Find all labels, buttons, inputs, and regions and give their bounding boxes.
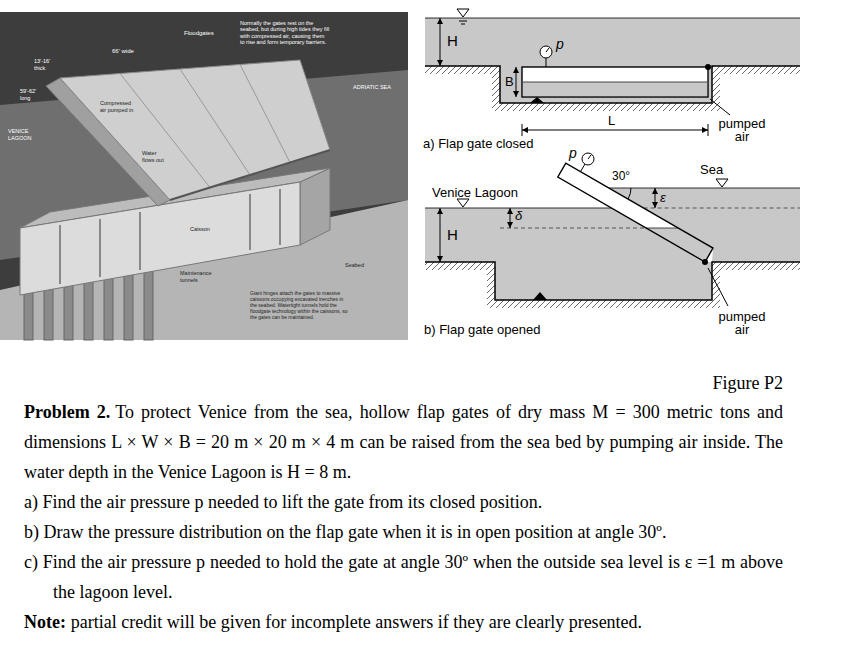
dimension-line	[440, 208, 441, 262]
gate-hinge	[170, 150, 330, 200]
callout-label: Floodgates	[184, 30, 214, 37]
gate-water-line	[523, 82, 707, 83]
caisson-wall	[99, 219, 101, 277]
note-text: Normally the gates rest on the seabed, b…	[240, 20, 330, 45]
level-reference	[644, 208, 800, 209]
problem-statement: To protect Venice from the sea, hollow f…	[24, 402, 783, 482]
callout-label: pumped air	[716, 117, 768, 143]
note-heading: Note:	[24, 612, 66, 632]
question-item: b) Draw the pressure distribution on the…	[24, 517, 783, 547]
illustration-background	[0, 12, 408, 340]
mose-illustration	[0, 12, 408, 340]
hinge	[702, 259, 708, 265]
flap-gate	[522, 67, 708, 97]
dimension-line	[510, 208, 511, 228]
pressure-gauge	[540, 46, 552, 58]
dimension-label: 13'-16' thick	[34, 58, 60, 71]
gate-water	[523, 82, 707, 96]
note-text: partial credit will be given for incompl…	[71, 612, 642, 632]
note-paragraph: Note:partial credit will be given for in…	[24, 607, 783, 637]
problem-heading: Problem 2.	[24, 402, 110, 422]
leader-line	[708, 268, 728, 306]
gauge-needle	[546, 48, 549, 52]
gate-seam	[120, 74, 210, 188]
figure-caption: Figure P2	[712, 372, 783, 394]
dimension-label: 59'-62' long	[20, 88, 44, 101]
callout-label: Maintenance tunnels	[180, 270, 224, 283]
region-label: Sea	[700, 162, 723, 178]
sea-water	[609, 188, 800, 262]
region-label: ADRIATIC SEA	[352, 84, 392, 91]
pressure-label: p	[556, 36, 564, 53]
dimension-label: δ	[515, 208, 522, 224]
hinge	[705, 64, 711, 70]
question-item: c) Find the air pressure p needed to hol…	[24, 547, 783, 607]
callout-label: Water flows out	[142, 150, 168, 163]
question-text: b) Draw the pressure distribution on the…	[24, 522, 666, 542]
gauge-stem	[581, 164, 586, 172]
dimension-label: B	[505, 74, 514, 90]
support	[533, 292, 547, 300]
dimension-line	[522, 130, 708, 131]
dimension-label: H	[447, 226, 458, 244]
level-reference	[500, 228, 646, 229]
water	[500, 66, 712, 103]
gauge-needle	[588, 155, 591, 159]
problem-text: Problem 2.To protect Venice from the sea…	[24, 397, 783, 637]
leader-line	[710, 99, 730, 115]
diagram-opened	[425, 153, 800, 308]
level-symbol	[457, 9, 469, 17]
caisson-wall	[249, 194, 251, 250]
callout-label: pumped air	[716, 310, 768, 336]
question-text: c) Find the air pressure p needed to hol…	[24, 552, 783, 602]
angle-arc	[628, 188, 631, 199]
water	[425, 18, 800, 66]
sea-surface	[609, 188, 800, 189]
caisson-wall	[139, 212, 141, 270]
support	[530, 97, 544, 103]
caisson-wall	[279, 189, 281, 245]
dimension-label: L	[608, 113, 615, 129]
gate-face	[60, 60, 330, 200]
gate-water-line	[646, 228, 678, 229]
seabed-hatch	[425, 262, 800, 308]
dimension-tick	[708, 124, 709, 136]
caisson-wall	[59, 225, 61, 284]
subfigure-label: b) Flap gate opened	[424, 322, 540, 338]
flap-gate-outline	[558, 163, 713, 262]
dimension-label: 66' wide	[112, 48, 134, 55]
flap-gate	[558, 163, 713, 262]
region-label: Venice Lagoon	[432, 185, 518, 201]
region-label: VENICE LAGOON	[8, 128, 40, 141]
callout-label: Caisson	[190, 226, 210, 233]
seabed-hatch	[425, 66, 800, 111]
dimension-label: ε	[660, 190, 666, 206]
callout-label: Seabed	[345, 262, 364, 269]
dimension-line	[516, 67, 517, 97]
callout-label: Compressed air pumped in	[100, 100, 138, 113]
dimension-line	[440, 18, 441, 66]
question-text: a) Find the air pressure p needed to lif…	[24, 492, 542, 512]
level-symbol	[716, 179, 728, 187]
level-symbol	[461, 24, 465, 25]
problem-paragraph: Problem 2.To protect Venice from the sea…	[24, 397, 783, 487]
seabed-line	[425, 66, 800, 103]
pressure-gauge	[582, 153, 594, 165]
level-symbol	[459, 21, 467, 22]
water-surface	[425, 18, 800, 19]
question-item: a) Find the air pressure p needed to lif…	[24, 487, 783, 517]
gauge-stem	[546, 58, 547, 67]
dimension-label: H	[447, 32, 458, 50]
note-text: Giant hinges attach the gates to massive…	[250, 290, 350, 320]
level-symbol	[457, 199, 469, 207]
dimension-line	[655, 188, 656, 208]
angle-label: 30°	[612, 169, 630, 183]
dimension-tick	[522, 124, 523, 136]
seabed-line	[425, 262, 800, 300]
gate-seam	[240, 65, 290, 163]
pressure-label: p	[569, 145, 577, 162]
gate-seam	[180, 69, 250, 175]
subfigure-label: a) Flap gate closed	[423, 136, 534, 152]
